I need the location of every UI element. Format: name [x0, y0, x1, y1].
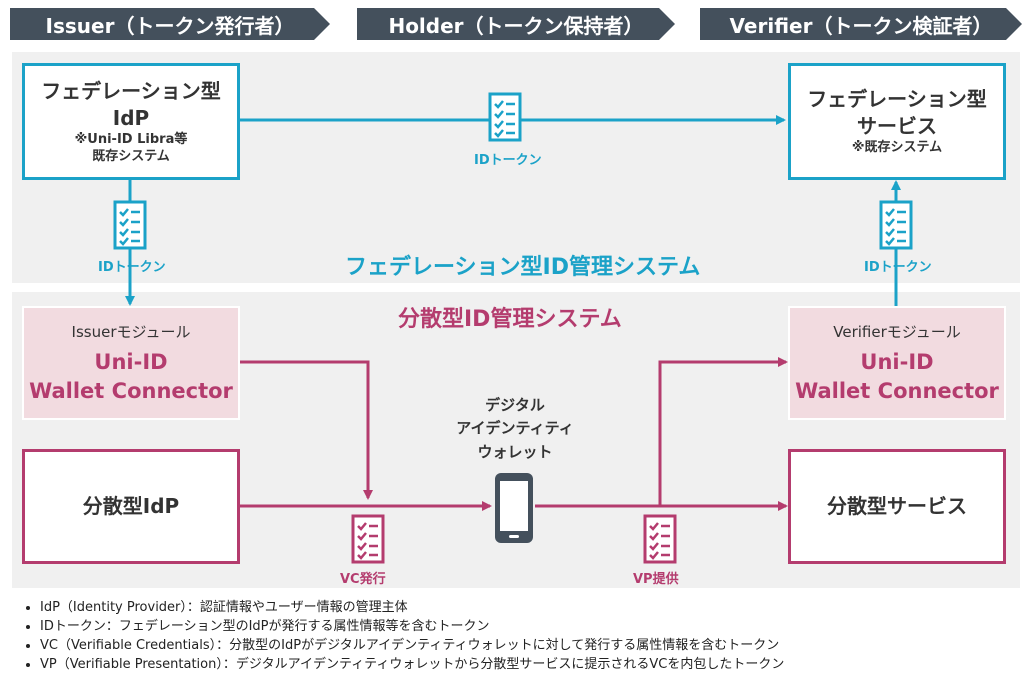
issuer-module-box: Issuerモジュール Uni-ID Wallet Connector [22, 306, 240, 420]
issuer-module-line2: Wallet Connector [29, 378, 233, 403]
wallet-label: デジタル アイデンティティ ウォレット [430, 394, 600, 464]
federation-title: フェデレーション型ID管理システム [345, 255, 701, 280]
verifier-module-line2: Wallet Connector [795, 378, 999, 403]
vp-to-verifier-line [658, 357, 788, 506]
header-holder-label: Holder（トークン保持者） [388, 13, 644, 38]
federation-idp-sub1: ※Uni-ID Libra等 [74, 131, 188, 147]
federation-service-sub1: ※既存システム [851, 140, 943, 156]
header-verifier: Verifier（トークン検証者） [700, 8, 1022, 40]
wallet-label-line3: ウォレット [477, 442, 553, 461]
wallet-label-line2: アイデンティティ [456, 419, 574, 438]
header-verifier-label: Verifier（トークン検証者） [729, 13, 993, 38]
federation-service-line1: フェデレーション型 [807, 87, 987, 112]
id-token-icon-right [879, 200, 913, 250]
note-item: VP（Verifiable Presentation）：デジタルアイデンティティ… [40, 655, 784, 674]
id-token-icon-top [488, 92, 522, 142]
verifier-module-label: Verifierモジュール [833, 323, 961, 342]
decentralized-service-box: 分散型サービス [788, 449, 1006, 564]
federation-service-box: フェデレーション型 サービス ※既存システム [788, 63, 1006, 180]
decentralized-service-label: 分散型サービス [827, 494, 967, 518]
id-token-label-top: IDトークン [474, 153, 542, 168]
decentralized-idp-label: 分散型IdP [82, 494, 180, 518]
verifier-module-box: Verifierモジュール Uni-ID Wallet Connector [788, 306, 1006, 420]
notes-list: IdP（Identity Provider）：認証情報やユーザー情報の管理主体 … [22, 598, 784, 674]
vc-label: VC発行 [340, 572, 386, 587]
federation-idp-sub2: 既存システム [92, 148, 170, 164]
id-token-icon-left [113, 200, 147, 250]
federation-idp-line1: フェデレーション型 [41, 78, 221, 103]
note-item: IdP（Identity Provider）：認証情報やユーザー情報の管理主体 [40, 598, 784, 617]
id-token-label-left: IDトークン [98, 260, 166, 275]
smartphone-icon [495, 473, 533, 543]
federation-idp-box: フェデレーション型 IdP ※Uni-ID Libra等 既存システム [22, 63, 240, 180]
decentralized-idp-box: 分散型IdP [22, 449, 240, 564]
verifier-module-line1: Uni-ID [860, 350, 934, 375]
id-token-label-right: IDトークン [864, 260, 932, 275]
decentralized-title: 分散型ID管理システム [398, 307, 622, 332]
federation-idp-line2: IdP [112, 105, 150, 130]
header-holder: Holder（トークン保持者） [357, 8, 675, 40]
header-issuer: Issuer（トークン発行者） [10, 8, 330, 40]
issuer-to-vc-line [240, 360, 373, 500]
vp-token-icon [643, 514, 677, 564]
header-issuer-label: Issuer（トークン発行者） [45, 13, 295, 38]
issuer-module-line1: Uni-ID [94, 350, 168, 375]
note-item: IDトークン：フェデレーション型のIdPが発行する属性情報等を含むトークン [40, 617, 784, 636]
note-item: VC（Verifiable Credentials）：分散型のIdPがデジタルア… [40, 636, 784, 655]
wallet-label-line1: デジタル [485, 396, 545, 414]
vc-token-icon [351, 514, 385, 564]
vp-label: VP提供 [633, 572, 679, 587]
federation-service-line2: サービス [857, 114, 937, 139]
issuer-module-label: Issuerモジュール [71, 323, 191, 342]
